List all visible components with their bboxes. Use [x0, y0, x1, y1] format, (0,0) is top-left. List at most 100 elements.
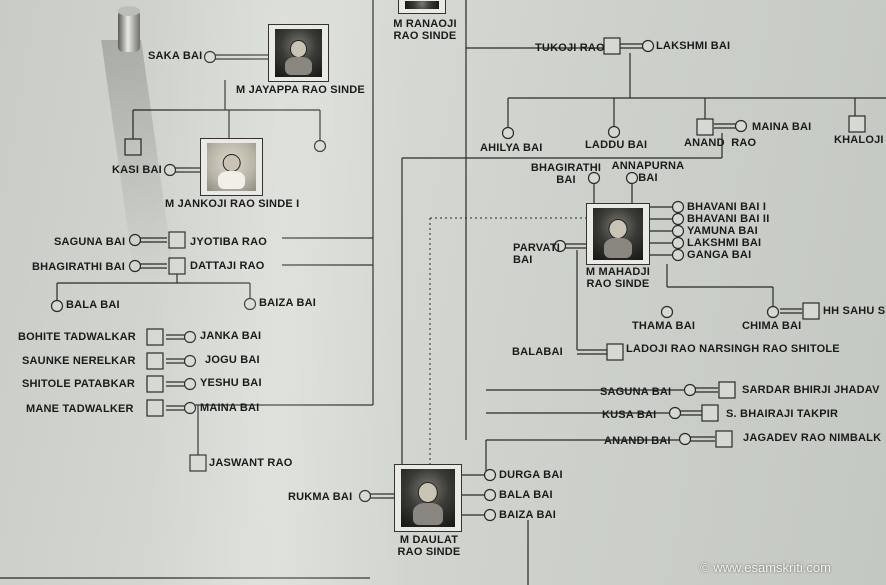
female-node-icon: [671, 212, 685, 226]
male-node-icon: [168, 231, 186, 249]
female-node-icon: [483, 488, 497, 502]
female-node-icon: [483, 468, 497, 482]
female-node-icon: [607, 125, 621, 139]
label-bohite: BOHITE TADWALKAR: [18, 331, 136, 343]
female-node-icon: [671, 236, 685, 250]
portrait-jankoji: [200, 138, 263, 196]
label-jankoji: M JANKOJI RAO SINDE I: [165, 198, 300, 210]
female-node-icon: [243, 297, 257, 311]
label-anandi-bai: ANANDI BAI: [604, 435, 671, 447]
male-node-icon: [146, 328, 164, 346]
label-bhairaji: S. BHAIRAJI TAKPIR: [726, 408, 839, 420]
label-mane: MANE TADWALKER: [26, 403, 134, 415]
female-node-icon: [671, 200, 685, 214]
label-bhavani-bai-ii: BHAVANI BAI II: [687, 213, 770, 225]
label-ranaoji: M RANAOJI RAO SINDE: [393, 18, 457, 42]
female-node-icon: [183, 401, 197, 415]
female-node-icon: [203, 50, 217, 64]
label-shitole: SHITOLE PATABKAR: [22, 378, 135, 390]
label-maina-bai-2: MAINA BAI: [752, 121, 812, 133]
male-node-icon: [146, 352, 164, 370]
female-node-icon: [668, 406, 682, 420]
male-node-icon: [718, 381, 736, 399]
label-baiza-bai-2: BAIZA BAI: [499, 509, 556, 521]
female-node-icon: [683, 383, 697, 397]
label-chima-bai: CHIMA BAI: [742, 320, 802, 332]
label-saguna-bai-2: SAGUNA BAI: [600, 386, 672, 398]
portrait-ranaoji: [398, 0, 446, 14]
male-node-icon: [146, 399, 164, 417]
label-baiza-bai-1: BAIZA BAI: [259, 297, 316, 309]
label-khaloji: KHALOJI: [834, 134, 884, 146]
female-node-icon: [587, 171, 601, 185]
male-node-icon: [848, 115, 866, 133]
female-node-icon: [501, 126, 515, 140]
female-node-icon: [766, 305, 780, 319]
female-node-icon: [128, 233, 142, 247]
female-node-icon: [671, 224, 685, 238]
male-node-icon: [802, 302, 820, 320]
female-node-icon: [483, 508, 497, 522]
label-laddu-bai: LADDU BAI: [585, 139, 648, 151]
female-node-icon: [660, 305, 674, 319]
label-maina-bai-1: MAINA BAI: [200, 402, 260, 414]
female-node-icon: [625, 171, 639, 185]
label-bhagirathi-bai-1: BHAGIRATHI BAI: [32, 261, 126, 273]
female-node-icon: [641, 39, 655, 53]
female-node-icon: [183, 330, 197, 344]
label-lakshmi-bai-2: LAKSHMI BAI: [687, 237, 762, 249]
label-saguna-bai-1: SAGUNA BAI: [54, 236, 126, 248]
label-parvati-bai: PARVATI BAI: [513, 242, 561, 266]
portrait-jayappa: [268, 24, 329, 82]
female-node-icon: [553, 239, 567, 253]
label-saunke: SAUNKE NERELKAR: [22, 355, 136, 367]
female-node-icon: [50, 299, 64, 313]
label-jaswant: JASWANT RAO: [209, 457, 293, 469]
male-node-icon: [603, 37, 621, 55]
label-bhagirathi-bai-2: BHAGIRATHI BAI: [530, 162, 602, 186]
female-node-icon: [183, 354, 197, 368]
female-node-icon: [313, 139, 327, 153]
label-lakshmi-bai-1: LAKSHMI BAI: [656, 40, 731, 52]
label-kusa-bai: KUSA BAI: [602, 409, 657, 421]
label-yeshu-bai: YESHU BAI: [200, 377, 262, 389]
metal-pin-icon: [118, 6, 140, 52]
male-node-icon: [189, 454, 207, 472]
label-anand-rao: ANAND RAO: [684, 137, 757, 149]
female-node-icon: [128, 259, 142, 273]
label-tukoji: TUKOJI RAO: [535, 42, 605, 54]
female-node-icon: [163, 163, 177, 177]
label-thama-bai: THAMA BAI: [632, 320, 696, 332]
label-bala-bai-1: BALA BAI: [66, 299, 120, 311]
label-jyotiba: JYOTIBA RAO: [190, 236, 267, 248]
label-annapurna-bai: ANNAPURNA BAI: [611, 160, 685, 184]
male-node-icon: [701, 404, 719, 422]
male-node-icon: [696, 118, 714, 136]
label-saka-bai: SAKA BAI: [148, 50, 203, 62]
label-daulat: M DAULAT RAO SINDE: [397, 534, 461, 558]
label-mahadji: M MAHADJI RAO SINDE: [585, 266, 651, 290]
label-rukma-bai: RUKMA BAI: [288, 491, 353, 503]
portrait-daulat: [394, 464, 462, 532]
label-ganga-bai: GANGA BAI: [687, 249, 752, 261]
label-hh-sahu: HH SAHU S: [823, 305, 886, 317]
label-balabai: BALABAI: [512, 346, 563, 358]
label-durga-bai: DURGA BAI: [499, 469, 563, 481]
female-node-icon: [358, 489, 372, 503]
male-node-icon: [606, 343, 624, 361]
label-jagadev: JAGADEV RAO NIMBALK: [743, 432, 882, 444]
female-node-icon: [671, 248, 685, 262]
male-node-icon: [168, 257, 186, 275]
label-jogu-bai: JOGU BAI: [205, 354, 260, 366]
label-dattaji: DATTAJI RAO: [190, 260, 265, 272]
label-jayappa: M JAYAPPA RAO SINDE: [236, 84, 365, 96]
male-node-icon: [715, 430, 733, 448]
female-node-icon: [183, 377, 197, 391]
label-kasi-bai: KASI BAI: [112, 164, 162, 176]
label-bala-bai-2: BALA BAI: [499, 489, 553, 501]
label-yamuna-bai: YAMUNA BAI: [687, 225, 758, 237]
label-ahilya-bai: AHILYA BAI: [480, 142, 543, 154]
label-bhavani-bai-i: BHAVANI BAI I: [687, 201, 767, 213]
